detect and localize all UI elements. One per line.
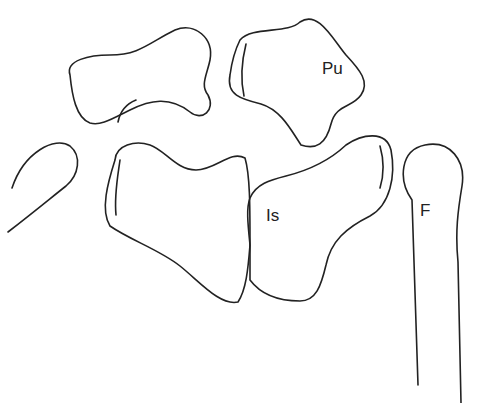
pubis-bone bbox=[229, 19, 364, 147]
lower-left-bone bbox=[105, 143, 250, 302]
femur-bone bbox=[403, 144, 462, 403]
bone-label: Pu bbox=[322, 60, 343, 77]
bone-edge-detail bbox=[118, 100, 136, 122]
partial-left-bone bbox=[8, 143, 78, 232]
bone-edge-detail bbox=[380, 146, 383, 188]
ischium-bone bbox=[248, 136, 393, 301]
bone-label: Is bbox=[266, 207, 279, 224]
upper-left-bone bbox=[69, 28, 210, 124]
bone-edge-detail bbox=[242, 44, 246, 96]
bone-edge-detail bbox=[115, 160, 120, 215]
bone-label: F bbox=[420, 202, 430, 219]
